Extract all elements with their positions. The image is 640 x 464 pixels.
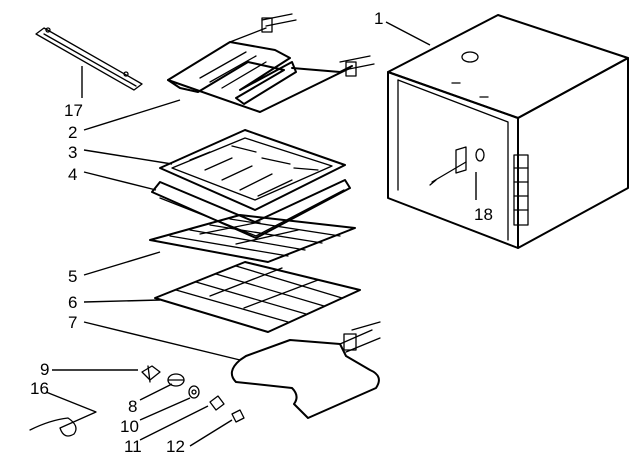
oven-rack-lower <box>154 261 361 333</box>
leader-lines <box>45 21 477 447</box>
callout-4: 4 <box>68 165 77 184</box>
callout-7: 7 <box>68 313 77 332</box>
callout-11: 11 <box>124 437 142 456</box>
bake-element <box>230 321 381 419</box>
broil-pan-grid <box>159 129 346 211</box>
broil-pan <box>151 179 351 239</box>
oven-rack-upper <box>149 214 356 263</box>
callout-1: 1 <box>374 9 383 28</box>
bracket-strip <box>35 27 143 91</box>
callout-17: 17 <box>64 101 83 120</box>
hardware-parts <box>29 365 245 437</box>
callout-16: 16 <box>30 379 49 398</box>
callout-12: 12 <box>166 437 185 456</box>
callout-9: 9 <box>40 360 49 379</box>
callout-3: 3 <box>68 143 77 162</box>
oven-sensor <box>429 146 485 186</box>
callout-labels: 1 2 3 4 5 6 7 8 9 10 11 12 16 17 18 <box>30 9 493 456</box>
callout-18: 18 <box>474 205 493 224</box>
callout-10: 10 <box>120 417 139 436</box>
callout-2: 2 <box>68 123 77 142</box>
broil-element <box>167 13 375 113</box>
callout-8: 8 <box>128 397 137 416</box>
oven-cavity <box>387 14 629 249</box>
callout-5: 5 <box>68 267 77 286</box>
callout-6: 6 <box>68 293 77 312</box>
